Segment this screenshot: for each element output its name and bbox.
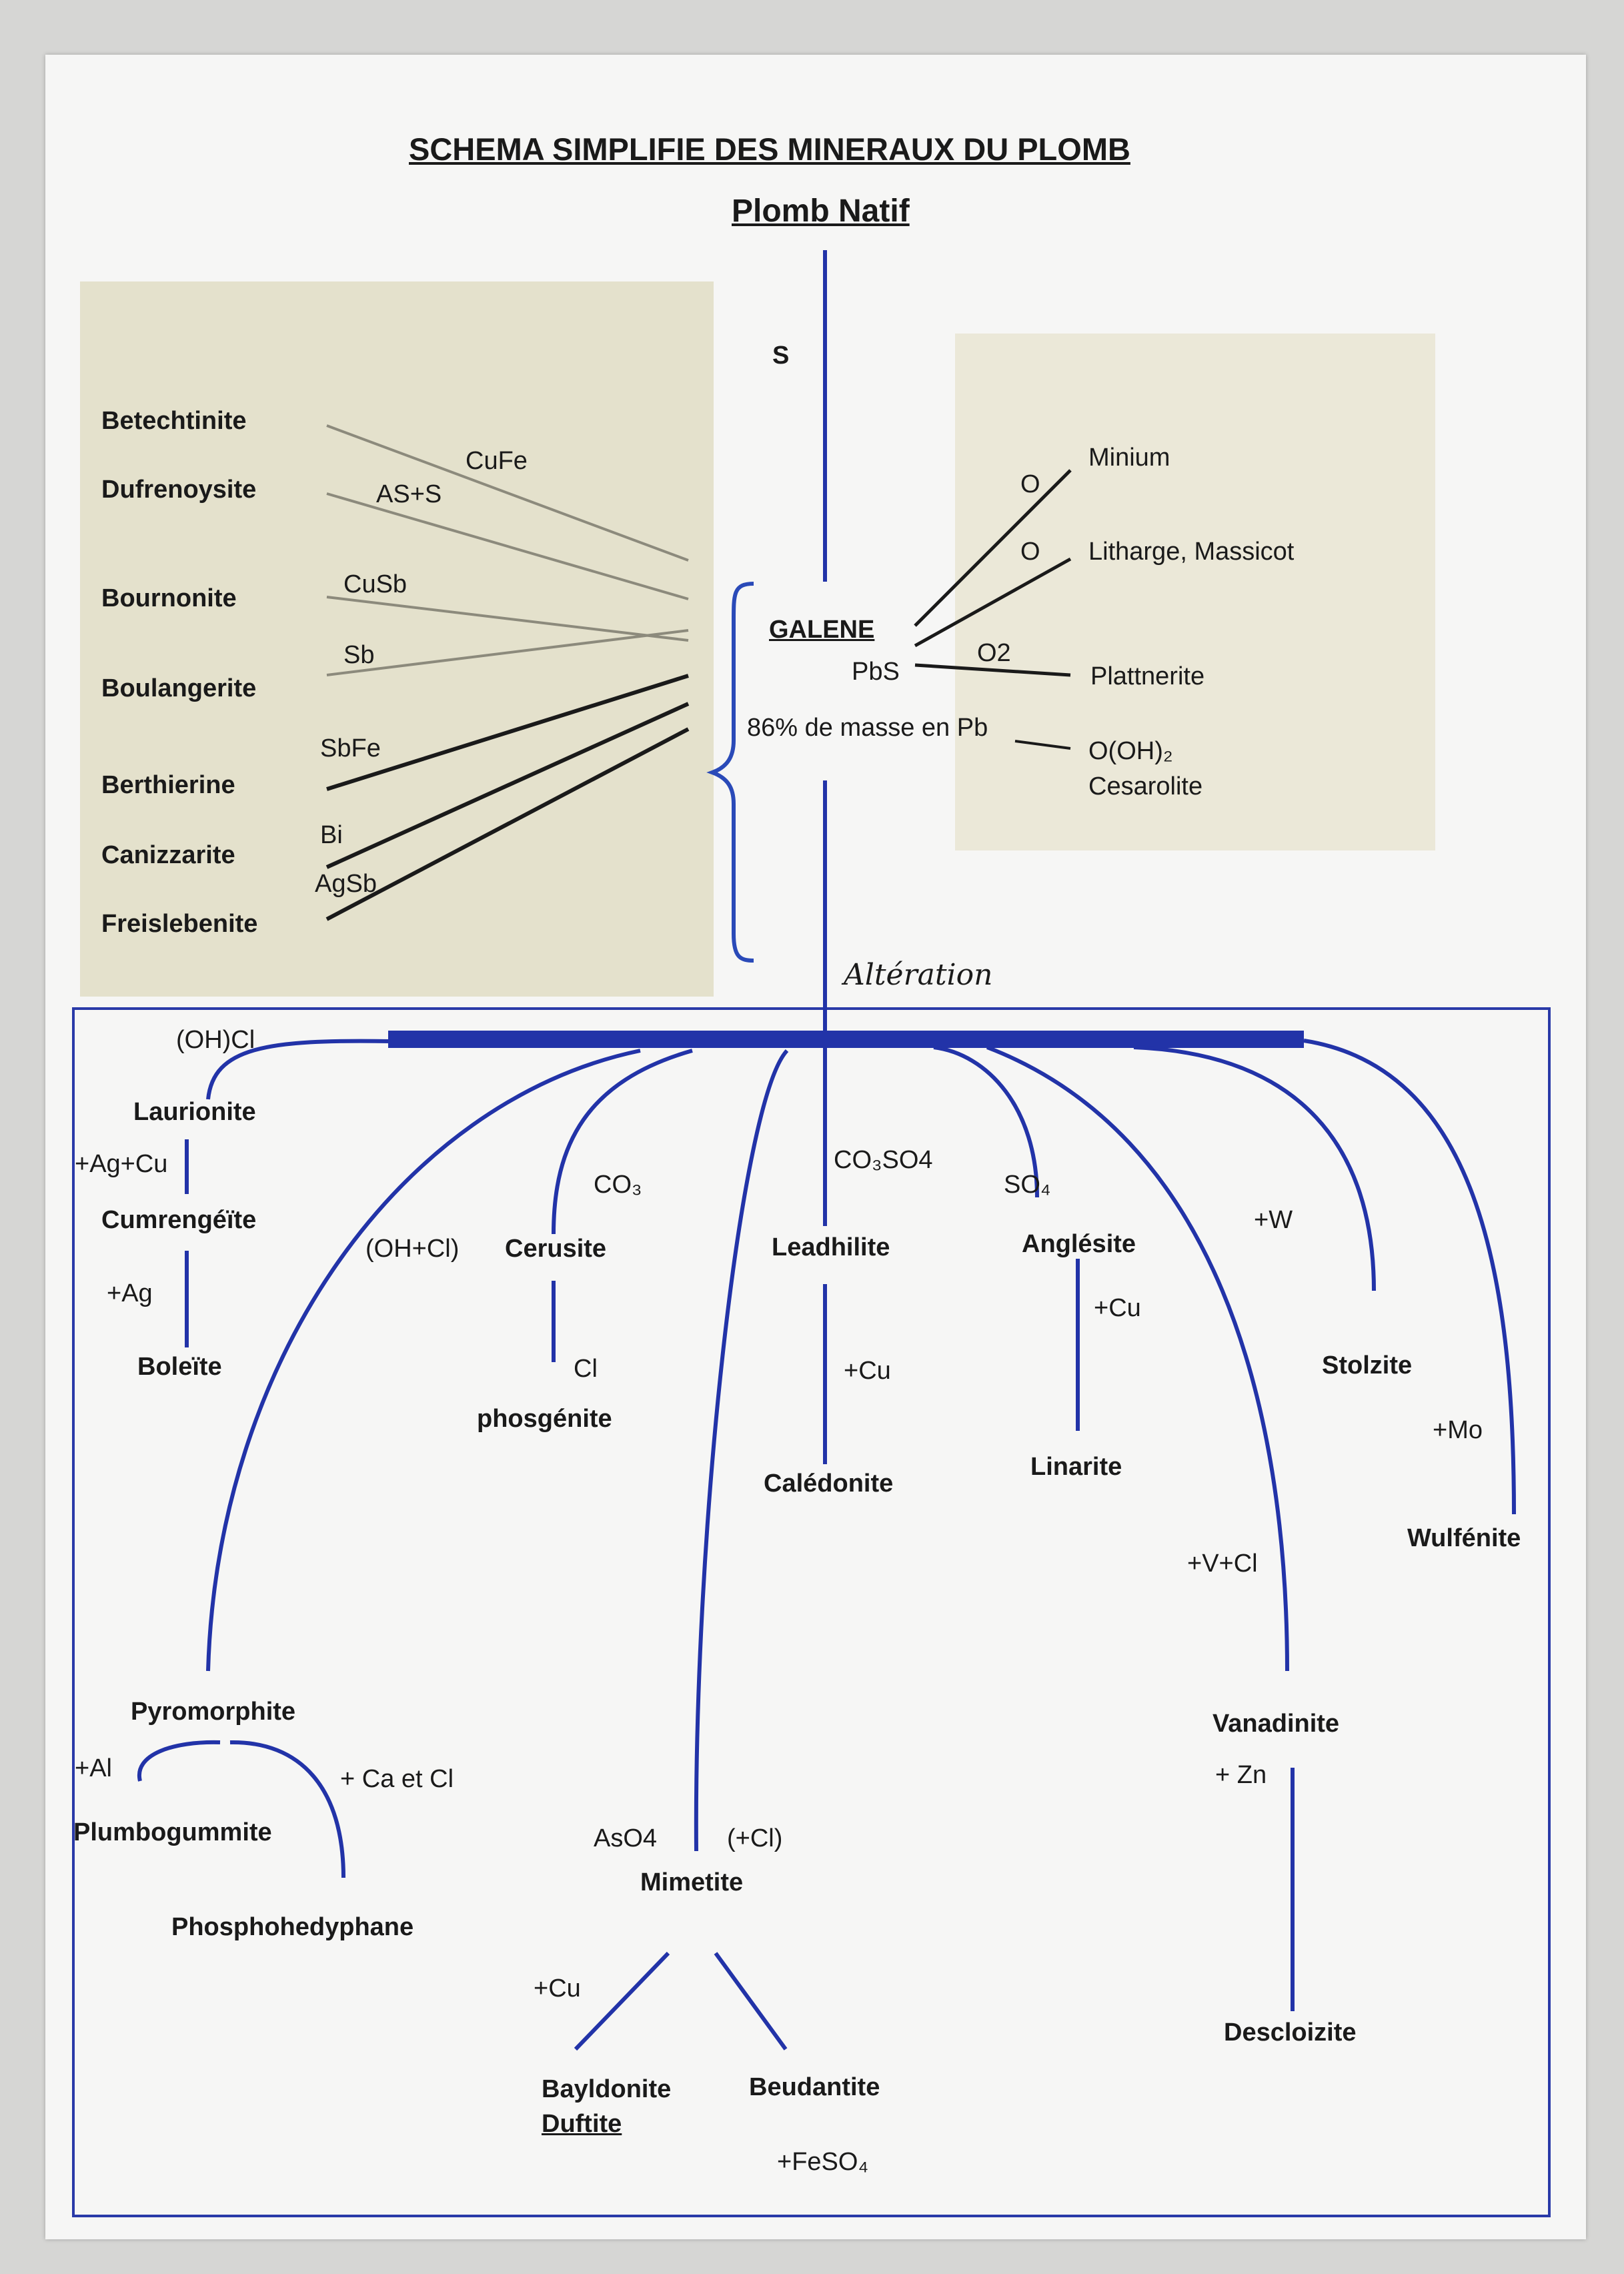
galene-brace xyxy=(706,582,754,963)
alteration-frame xyxy=(72,1007,1551,2217)
label-agcu: +Ag+Cu xyxy=(75,1150,168,1178)
mineral-litharge-massicot: Litharge, Massicot xyxy=(1088,538,1295,566)
oxide-panel xyxy=(955,334,1435,850)
mineral-phosphohedyphane: Phosphohedyphane xyxy=(171,1913,414,1941)
cesarolite-formula: O(OH)₂ xyxy=(1088,737,1173,765)
mineral-pyromorphite: Pyromorphite xyxy=(131,1698,296,1726)
reagent-o-litharge: O xyxy=(1020,538,1040,566)
label-v-cl: +V+Cl xyxy=(1187,1550,1258,1578)
mineral-cerusite: Cerusite xyxy=(505,1235,607,1263)
reagent-o-minium: O xyxy=(1020,470,1040,498)
alteration-branches xyxy=(137,1039,1516,2051)
mineral-cesarolite: Cesarolite xyxy=(1088,772,1203,800)
galene-label: GALENE xyxy=(769,616,875,644)
label-plus-cl: (+Cl) xyxy=(727,1824,783,1852)
mineral-boulangerite: Boulangerite xyxy=(101,674,257,702)
label-ca-et-cl: + Ca et Cl xyxy=(340,1765,454,1793)
mineral-betechtinite: Betechtinite xyxy=(101,407,247,435)
alteration-label: Altération xyxy=(844,958,993,992)
mineral-leadhilite: Leadhilite xyxy=(772,1233,890,1261)
mineral-plumbogummite: Plumbogummite xyxy=(73,1818,272,1846)
edge-label-bi: Bi xyxy=(320,821,343,849)
edge-label-agsb: AgSb xyxy=(315,870,377,898)
mineral-caledonite: Calédonite xyxy=(764,1470,894,1498)
mineral-linarite: Linarite xyxy=(1030,1453,1122,1481)
edge-label-cufe: CuFe xyxy=(466,447,528,475)
label-al: +Al xyxy=(75,1754,112,1782)
edge-label-cusb: CuSb xyxy=(343,570,408,598)
mineral-bournonite: Bournonite xyxy=(101,584,237,612)
label-aso4: AsO4 xyxy=(594,1824,658,1852)
label-cu-caledonite: +Cu xyxy=(844,1357,891,1385)
sulfosalt-lines xyxy=(325,424,690,921)
mineral-bayldonite: Bayldonite xyxy=(542,2075,672,2103)
label-ag: +Ag xyxy=(107,1279,153,1307)
trunk-label-s: S xyxy=(772,342,790,370)
galene-mass-note: 86% de masse en Pb xyxy=(747,714,988,742)
mineral-stolzite: Stolzite xyxy=(1322,1351,1413,1379)
label-so4: SO₄ xyxy=(1004,1171,1051,1199)
mineral-beudantite: Beudantite xyxy=(749,2073,880,2101)
label-oh-plus-cl: (OH+Cl) xyxy=(365,1235,460,1263)
edge-label-as-s: AS+S xyxy=(376,480,442,508)
mineral-boleite: Boleïte xyxy=(137,1353,222,1381)
mineral-wulfenite: Wulfénite xyxy=(1407,1524,1521,1552)
label-cl: Cl xyxy=(574,1355,598,1383)
label-zn: + Zn xyxy=(1215,1761,1267,1789)
mineral-mimetite: Mimetite xyxy=(640,1868,744,1896)
edge-label-sb: Sb xyxy=(343,641,375,669)
mineral-duftite: Duftite xyxy=(542,2110,622,2138)
mineral-berthierine: Berthierine xyxy=(101,771,235,799)
label-co3: CO₃ xyxy=(594,1171,642,1199)
mineral-vanadinite: Vanadinite xyxy=(1212,1710,1340,1738)
label-feso4: +FeSO₄ xyxy=(777,2148,868,2176)
label-mo: +Mo xyxy=(1433,1416,1483,1444)
oxide-lines xyxy=(914,469,1072,750)
mineral-cummengeite: Cumrengéïte xyxy=(101,1206,257,1234)
mineral-canizzarite: Canizzarite xyxy=(101,841,235,869)
label-ohcl: (OH)Cl xyxy=(176,1026,255,1054)
diagram-title: SCHEMA SIMPLIFIE DES MINERAUX DU PLOMB xyxy=(409,131,1130,167)
label-co3so4: CO₃SO4 xyxy=(834,1146,933,1174)
mineral-minium: Minium xyxy=(1088,444,1170,472)
root-node-plomb-natif: Plomb Natif xyxy=(732,193,910,229)
mineral-plattnerite: Plattnerite xyxy=(1090,662,1205,690)
mineral-dufrenoysite: Dufrenoysite xyxy=(101,476,257,504)
label-cu-mimetite: +Cu xyxy=(534,1974,581,2003)
mineral-freislebenite: Freislebenite xyxy=(101,910,258,938)
label-w: +W xyxy=(1254,1206,1293,1234)
mineral-descloizite: Descloizite xyxy=(1224,2019,1357,2047)
reagent-o2: O2 xyxy=(977,639,1011,667)
mineral-phosgenite: phosgénite xyxy=(477,1405,612,1433)
mineral-anglesite: Anglésite xyxy=(1022,1230,1136,1258)
mineral-laurionite: Laurionite xyxy=(133,1098,256,1126)
label-cu-linarite: +Cu xyxy=(1094,1294,1141,1322)
edge-label-sbfe: SbFe xyxy=(320,734,381,762)
galene-formula: PbS xyxy=(852,658,900,686)
